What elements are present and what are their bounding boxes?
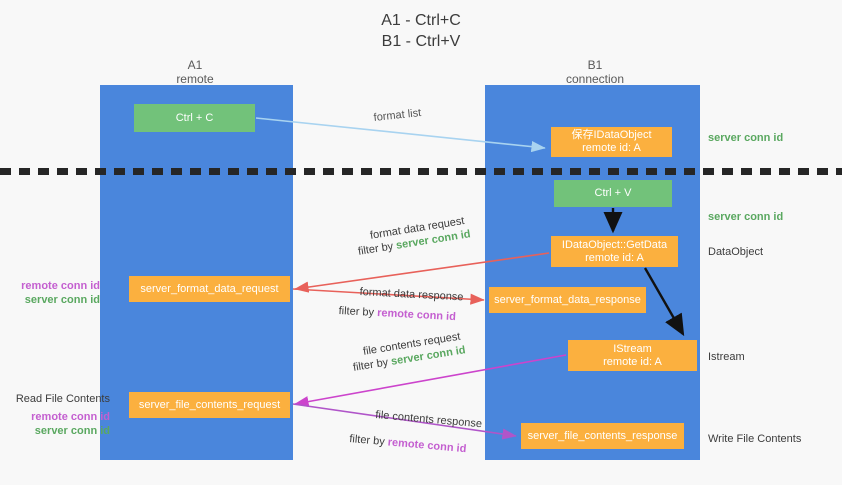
filter-prefix-3: filter by [352,355,393,374]
arrow-label-file-contents-response-filter: filter by remote conn id [349,432,467,456]
arrow-label-format-list: format list [373,107,422,124]
left-label-remote-conn-id-1: remote conn id [21,280,100,292]
box-file-contents-response-label: server_file_contents_response [527,429,678,442]
box-server-file-contents-response[interactable]: server_file_contents_response [521,423,684,449]
box-dataobject-top[interactable]: 保存IDataObject remote id: A [551,127,672,157]
box-istream-line2: remote id: A [603,355,662,368]
side-label-server-conn-id-2: server conn id [708,211,784,223]
filter-prefix-2: filter by [338,304,378,319]
box-file-contents-request-label: server_file_contents_request [138,398,281,411]
box-idataobject-getdata[interactable]: IDataObject::GetData remote id: A [551,236,678,267]
box-ctrl-c-label: Ctrl + C [175,111,214,124]
title-line-2: B1 - Ctrl+V [381,33,461,50]
filter-value-2: remote conn id [376,307,457,324]
side-label-istream: Istream [708,351,745,363]
page-title: A1 - Ctrl+C B1 - Ctrl+V [0,10,842,52]
box-server-file-contents-request[interactable]: server_file_contents_request [129,392,290,418]
box-format-data-request-label: server_format_data_request [140,282,279,295]
left-label-server-conn-id-2: server conn id [34,425,110,437]
filter-prefix-1: filter by [357,239,398,258]
left-label-remote-conn-id-2: remote conn id [31,411,110,423]
box-istream[interactable]: IStream remote id: A [568,340,697,371]
box-dataobject-top-line2: remote id: A [582,142,641,154]
column-a1-name: A1 [187,58,203,72]
column-b1-name: B1 [587,58,603,72]
left-label-group-format: remote conn id server conn id [10,279,100,307]
arrow-label-file-contents-response: file contents response [374,408,483,431]
filter-value-4: remote conn id [387,436,467,456]
side-label-write-file-contents: Write File Contents [708,433,802,445]
phase-separator-dashed-line [0,168,842,175]
left-label-group-file: Read File Contents remote conn id server… [10,392,110,438]
side-label-server-conn-id-1: server conn id [708,132,784,144]
box-ctrl-c[interactable]: Ctrl + C [134,104,255,132]
arrow-label-format-data-response-filter: filter by remote conn id [338,304,456,324]
box-format-data-response-label: server_format_data_response [494,293,641,306]
filter-prefix-4: filter by [348,432,389,449]
box-server-format-data-response[interactable]: server_format_data_response [489,287,646,313]
box-getdata-line1: IDataObject::GetData [561,238,668,251]
column-header-a1: A1 remote [120,58,270,86]
column-a1-role: remote [176,72,214,86]
box-server-format-data-request[interactable]: server_format_data_request [129,276,290,302]
box-getdata-line2: remote id: A [585,251,644,264]
left-label-read-file-contents: Read File Contents [15,393,110,405]
title-line-1: A1 - Ctrl+C [381,12,461,29]
box-ctrl-v-label: Ctrl + V [594,187,632,199]
left-label-server-conn-id-1: server conn id [24,294,100,306]
box-dataobject-top-line1: 保存IDataObject [571,129,652,141]
arrow-label-format-data-response: format data response [359,285,464,304]
column-b1-role: connection [565,72,625,86]
side-label-dataobject: DataObject [708,246,764,258]
box-ctrl-v[interactable]: Ctrl + V [554,180,672,207]
column-header-b1: B1 connection [520,58,670,86]
box-istream-line1: IStream [613,342,652,355]
